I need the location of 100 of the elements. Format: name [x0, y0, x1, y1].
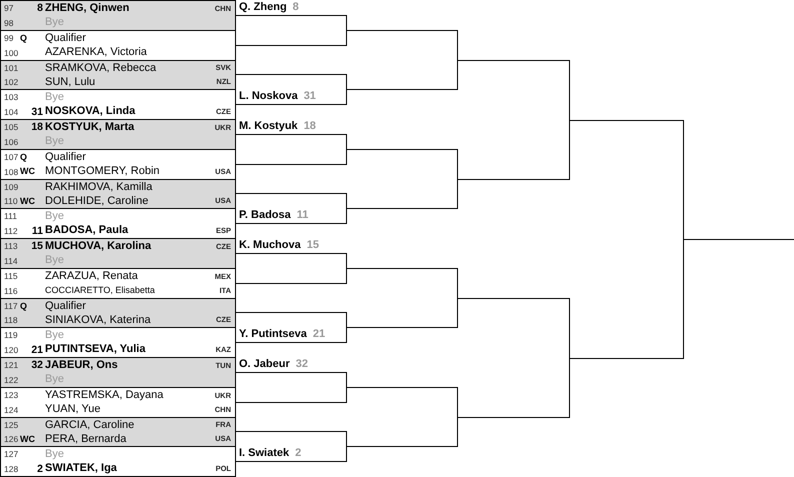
bracket-connector	[457, 417, 458, 447]
player-name: RAKHIMOVA, Kamilla	[45, 180, 152, 194]
bye-entry: Bye	[45, 254, 64, 268]
seed-number: 31	[31, 104, 43, 119]
slot-line	[346, 327, 457, 328]
player-name: SINIAKOVA, Katerina	[45, 313, 151, 327]
match-box	[0, 238, 236, 269]
player-name: L. Noskova	[239, 90, 298, 102]
slot-line	[683, 239, 794, 240]
seed-number: 15	[306, 240, 319, 250]
entry-code: Q	[20, 150, 28, 164]
bye-entry: Bye	[45, 16, 64, 30]
slot-line	[236, 45, 346, 46]
bracket-connector	[346, 208, 347, 224]
slot-line	[346, 89, 457, 90]
player-name: GARCIA, Caroline	[45, 418, 134, 432]
draw-number: 122	[4, 374, 18, 386]
bye-entry: Bye	[45, 447, 64, 462]
match-box	[0, 60, 236, 90]
bracket-connector	[346, 74, 347, 90]
draw-number: 113	[4, 240, 18, 253]
draw-number: 128	[4, 462, 18, 476]
draw-number: 120	[4, 344, 18, 356]
slot-line	[346, 30, 457, 31]
draw-number: 116	[4, 284, 18, 298]
entry-code: Q	[20, 300, 28, 313]
player-name: SWIATEK, Iga	[45, 462, 117, 476]
seed-number: 2	[37, 462, 43, 476]
draw-number: 97	[4, 2, 14, 15]
slot-line	[346, 208, 457, 209]
seed-number: 8	[292, 2, 299, 12]
draw-number: 100	[4, 46, 18, 60]
draw-number: 99	[4, 32, 14, 45]
bracket-connector	[569, 60, 570, 121]
match-box	[0, 417, 236, 447]
player-name: MONTGOMERY, Robin	[45, 164, 160, 179]
bracket-connector	[569, 120, 570, 180]
slot-line	[236, 193, 346, 194]
slot-line	[236, 164, 346, 165]
winner-slot	[236, 326, 346, 343]
bracket-connector	[346, 193, 347, 209]
bracket-connector	[346, 253, 347, 269]
seed-number: 21	[312, 328, 326, 340]
entry-code: Q	[20, 32, 28, 45]
draw-number: 123	[4, 389, 18, 402]
draw-number: 107	[4, 151, 18, 164]
player-name: COCCIARETTO, Elisabetta	[45, 284, 155, 298]
bracket-connector	[346, 372, 347, 388]
bracket-connector	[346, 431, 347, 447]
draw-number: 114	[4, 254, 18, 268]
match-box	[0, 268, 236, 299]
player-name: Qualifier	[45, 299, 86, 313]
player-name: O. Jabeur	[239, 358, 290, 370]
seed-number: 18	[31, 120, 43, 134]
draw-number: 126	[4, 432, 18, 446]
entry-code: WC	[20, 165, 35, 178]
slot-line	[457, 60, 569, 61]
draw-number: 103	[4, 91, 18, 104]
player-name: Y. Putintseva	[239, 328, 307, 340]
bracket-connector	[569, 298, 570, 359]
player-name: BADOSA, Paula	[45, 224, 128, 238]
slot-line	[457, 179, 569, 180]
bracket-connector	[346, 268, 347, 284]
player-name: Qualifier	[45, 150, 86, 164]
draw-number: 105	[4, 121, 18, 134]
bracket-connector	[346, 327, 347, 343]
slot-line	[346, 446, 457, 447]
bracket-connector	[683, 120, 684, 240]
player-name: YASTREMSKA, Dayana	[45, 388, 164, 402]
bracket-connector	[457, 60, 458, 90]
match-box	[0, 327, 236, 358]
winner-slot	[236, 207, 346, 224]
seed-number: 15	[31, 239, 43, 254]
bracket-connector	[457, 149, 458, 180]
seed-number: 11	[32, 224, 43, 238]
slot-line	[569, 120, 683, 121]
bracket-connector	[457, 268, 458, 299]
winner-slot	[236, 445, 346, 462]
player-name: AZARENKA, Victoria	[45, 46, 147, 60]
bracket-connector	[346, 312, 347, 328]
bracket-connector	[569, 358, 570, 418]
player-name: NOSKOVA, Linda	[45, 104, 136, 119]
bracket-connector	[346, 134, 347, 150]
bracket-connector	[346, 15, 347, 31]
winner-slot	[236, 237, 346, 254]
bracket-connector	[457, 298, 458, 328]
draw-number: 98	[4, 16, 14, 30]
slot-line	[569, 358, 683, 359]
slot-line	[236, 74, 346, 75]
match-box	[0, 0, 236, 31]
seed-number: 8	[37, 1, 43, 16]
seed-number: 18	[304, 120, 316, 132]
slot-line	[457, 298, 569, 299]
player-name: YUAN, Yue	[45, 402, 100, 417]
draw-number: 124	[4, 404, 18, 416]
draw-number: 127	[4, 448, 18, 461]
draw-number: 125	[4, 418, 18, 432]
entry-code: WC	[20, 432, 35, 446]
bracket-connector	[457, 30, 458, 61]
draw-number: 111	[4, 210, 17, 223]
